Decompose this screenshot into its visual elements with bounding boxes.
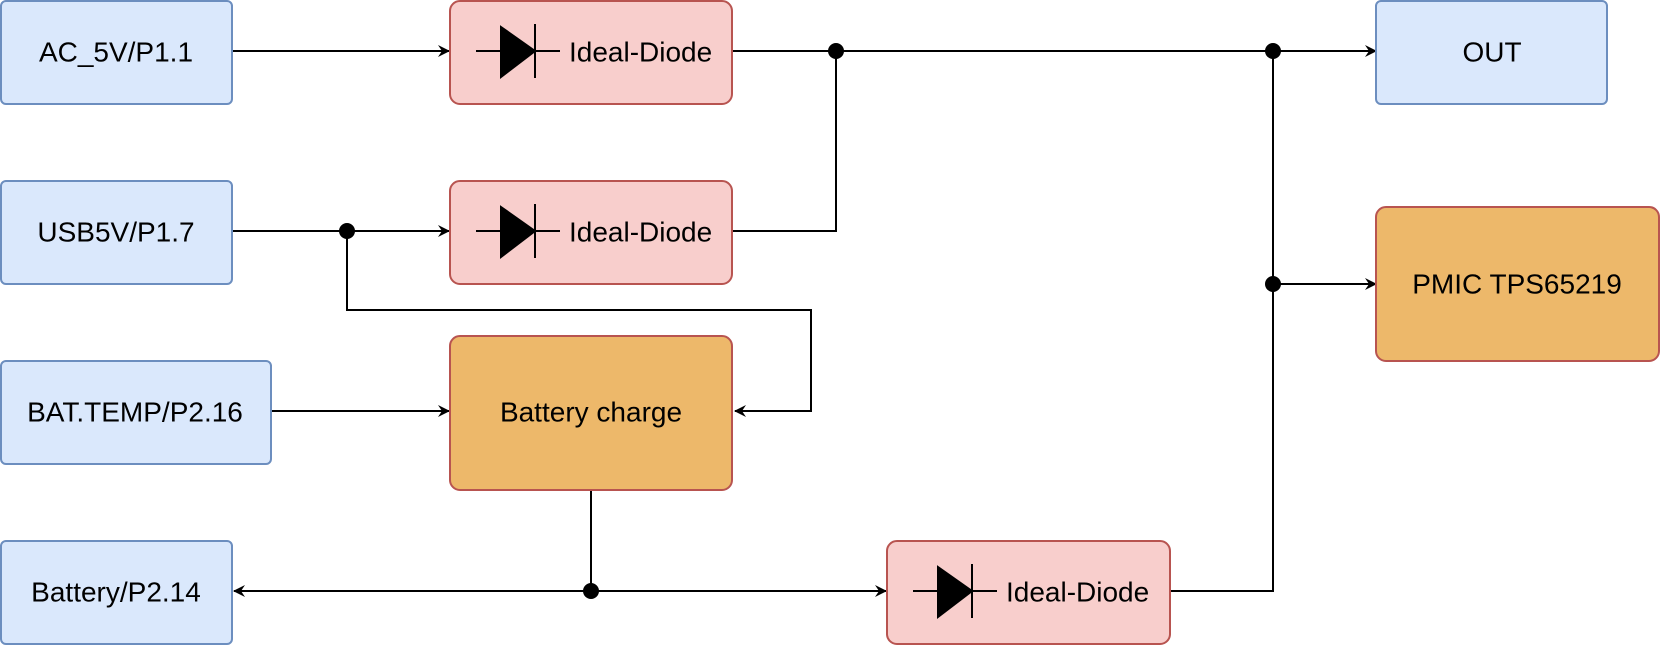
junction-dot — [339, 223, 355, 239]
out-label: OUT — [1462, 37, 1521, 68]
node-usb5v: USB5V/P1.7 — [0, 180, 233, 285]
battery-charge-label: Battery charge — [500, 397, 682, 428]
junction-dot — [1265, 43, 1281, 59]
node-bat-temp: BAT.TEMP/P2.16 — [0, 360, 272, 465]
diode-icon — [476, 204, 560, 260]
junctions — [339, 43, 1281, 599]
wire-usb5v-to-battery-charge — [346, 231, 812, 417]
wires — [232, 45, 1377, 597]
wire-diode2-to-bus — [732, 51, 837, 232]
battery-label: Battery/P2.14 — [31, 577, 201, 608]
node-battery: Battery/P2.14 — [0, 540, 233, 645]
node-battery-charge: Battery charge — [449, 335, 733, 491]
diode-2-label: Ideal-Diode — [569, 217, 712, 248]
node-ideal-diode-3: Ideal-Diode — [886, 540, 1171, 645]
ac-5v-label: AC_5V/P1.1 — [39, 37, 193, 68]
diode-1-label: Ideal-Diode — [569, 37, 712, 68]
node-pmic: PMIC TPS65219 — [1375, 206, 1660, 362]
diode-3-label: Ideal-Diode — [1006, 577, 1149, 608]
junction-dot — [1265, 276, 1281, 292]
node-out: OUT — [1375, 0, 1608, 105]
junction-dot — [583, 583, 599, 599]
node-ideal-diode-1: Ideal-Diode — [449, 0, 733, 105]
bat-temp-label: BAT.TEMP/P2.16 — [27, 397, 243, 428]
pmic-label: PMIC TPS65219 — [1412, 269, 1622, 300]
usb5v-label: USB5V/P1.7 — [37, 217, 194, 248]
wire-diode3-to-bus — [1170, 51, 1274, 592]
junction-dot — [828, 43, 844, 59]
diode-icon — [476, 24, 560, 80]
node-ideal-diode-2: Ideal-Diode — [449, 180, 733, 285]
diode-icon — [913, 564, 997, 620]
node-ac-5v: AC_5V/P1.1 — [0, 0, 233, 105]
